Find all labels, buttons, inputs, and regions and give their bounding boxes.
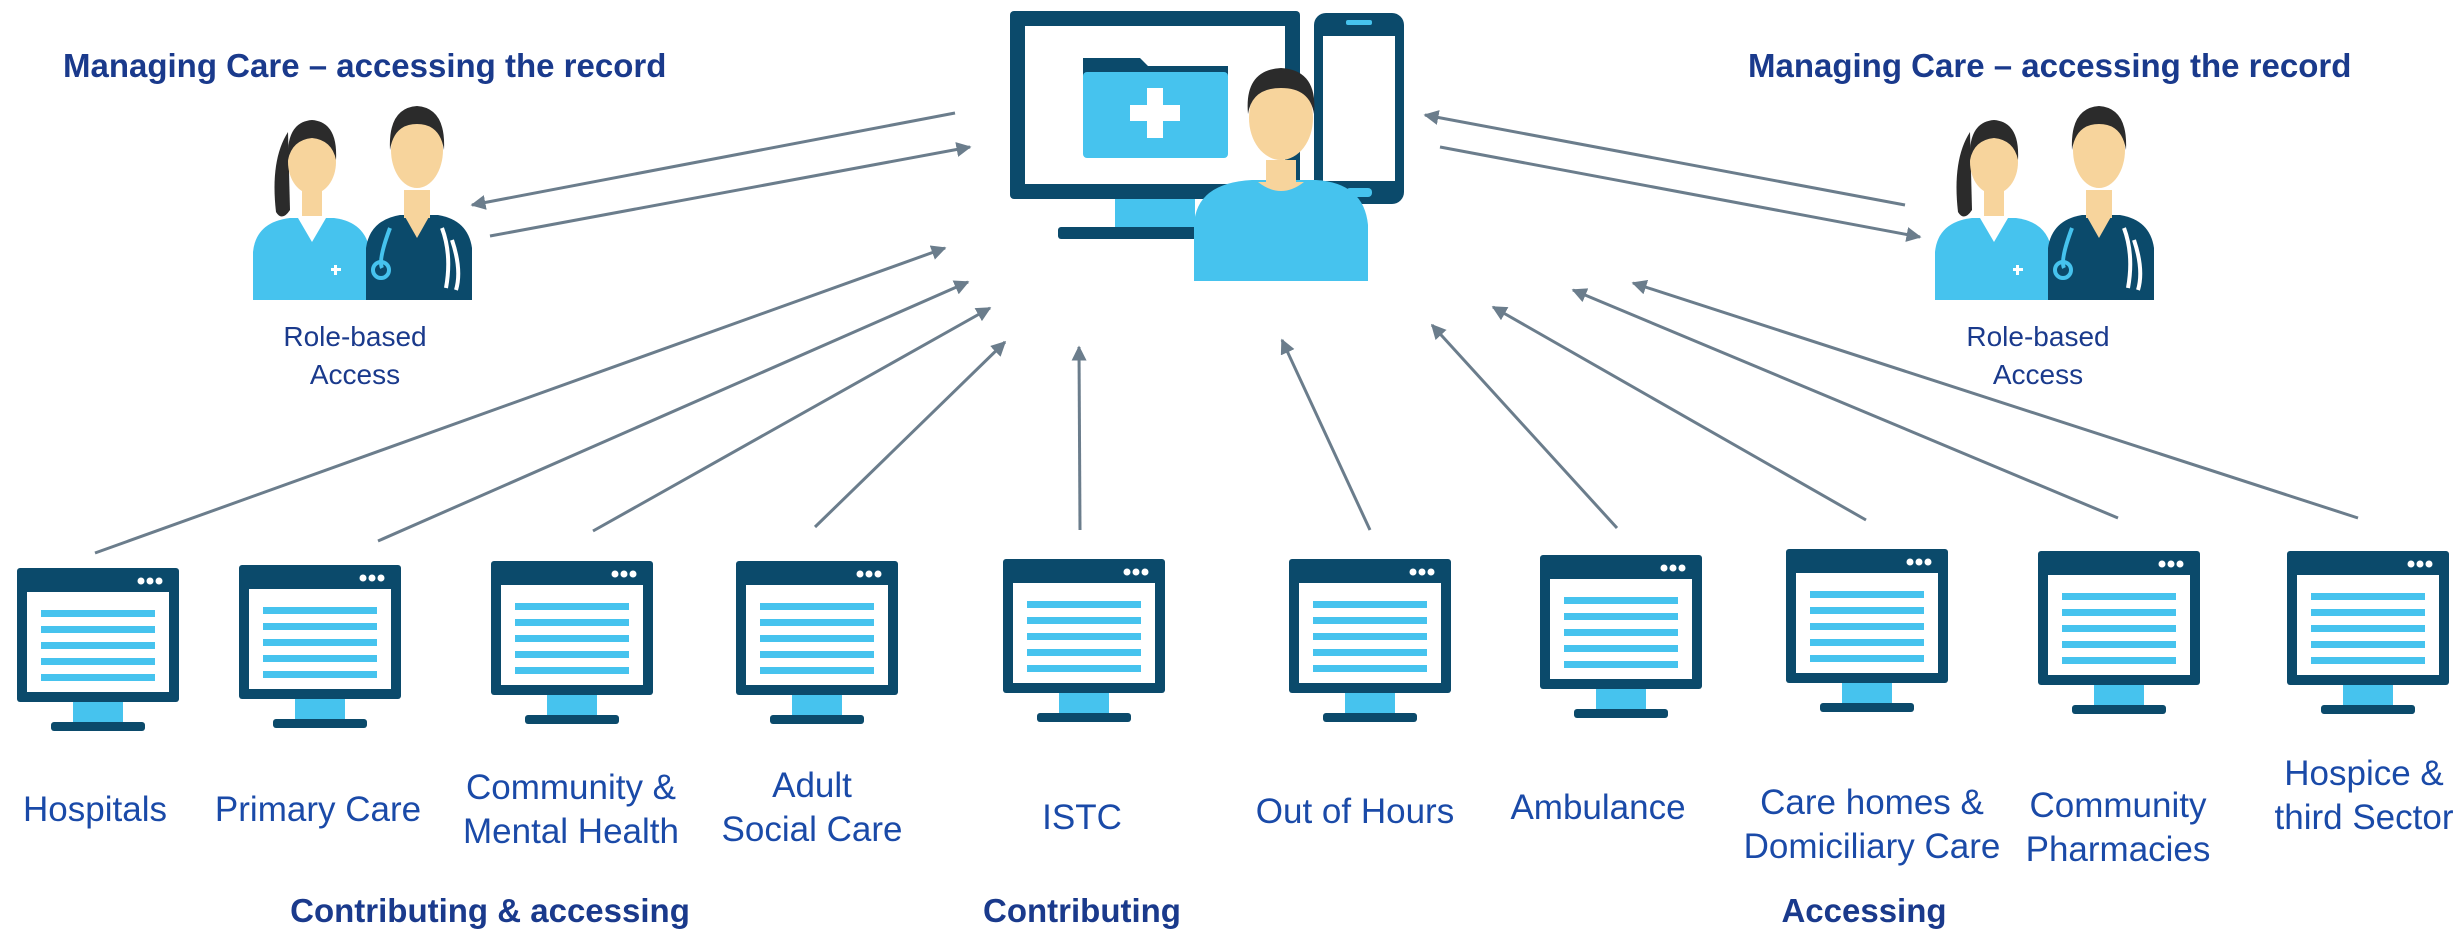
system-label-hospice: Hospice & third Sector <box>2275 752 2454 840</box>
system-label-primary-care: Primary Care <box>215 788 421 832</box>
category-contributing-accessing: Contributing & accessing <box>290 892 690 929</box>
system-monitor-icon <box>1786 549 1948 712</box>
system-label-hospice-line1: Hospice & <box>2284 754 2444 793</box>
system-label-ambulance-line1: Ambulance <box>1510 788 1686 827</box>
arrow-primary-care <box>377 280 970 543</box>
arrow-adult-social-care <box>813 340 1007 529</box>
system-label-primary-care-line1: Primary Care <box>214 790 422 829</box>
system-label-community-mental-health-line2: Mental Health <box>463 812 679 851</box>
arrow-record-to-left-staff <box>470 111 956 210</box>
system-monitor-icon <box>239 565 401 728</box>
system-label-adult-social-care: Adult Social Care <box>722 764 903 852</box>
system-label-hospitals-line1: Hospitals <box>23 790 167 829</box>
arrow-right-staff-to-record <box>1423 110 1906 207</box>
system-label-hospice-line2: third Sector <box>2274 798 2454 837</box>
heading-left: Managing Care – accessing the record <box>63 47 667 84</box>
system-label-care-homes-line1: Care homes & <box>1760 783 1984 822</box>
system-label-community-pharmacies-line2: Pharmacies <box>2025 830 2211 869</box>
clinical-staff-icon-left <box>253 106 472 300</box>
system-monitor-icon <box>17 568 179 731</box>
medical-folder-icon <box>1083 58 1228 158</box>
category-accessing: Accessing <box>1781 892 1947 929</box>
arrow-community-pharmacies <box>1571 288 2119 520</box>
system-monitor-icon <box>2038 551 2200 714</box>
role-access-right-line1: Role-based <box>1966 321 2110 352</box>
system-monitor-icon <box>1003 559 1165 722</box>
system-label-adult-social-care-line2: Social Care <box>721 810 903 849</box>
role-access-left-line2: Access <box>309 359 401 390</box>
system-label-community-pharmacies: Community Pharmacies <box>2026 784 2211 872</box>
system-label-care-homes: Care homes & Domiciliary Care <box>1744 781 2001 869</box>
system-monitor-icon <box>2287 551 2449 714</box>
heading-right: Managing Care – accessing the record <box>1748 47 2352 84</box>
category-contributing: Contributing <box>983 892 1181 929</box>
system-monitor-icon <box>736 561 898 724</box>
system-label-community-mental-health: Community & Mental Health <box>463 766 679 854</box>
arrow-record-to-right-staff <box>1439 145 1922 242</box>
system-label-community-mental-health-line1: Community & <box>465 768 677 807</box>
patient-person-icon <box>1194 68 1368 281</box>
system-label-community-pharmacies-line1: Community <box>2029 786 2207 825</box>
arrow-out-of-hours <box>1280 338 1372 531</box>
role-access-left-line1: Role-based <box>283 321 427 352</box>
role-access-left: Role-based Access <box>255 318 455 394</box>
system-monitor-icon <box>1289 559 1451 722</box>
role-access-right-line2: Access <box>1992 359 2084 390</box>
arrow-hospice <box>1631 280 2359 520</box>
arrow-hospitals <box>94 245 947 555</box>
arrow-left-staff-to-record <box>489 142 972 238</box>
system-label-istc-line1: ISTC <box>1042 798 1122 837</box>
system-label-istc: ISTC <box>1042 796 1122 840</box>
system-label-ambulance: Ambulance <box>1510 786 1685 830</box>
arrow-istc <box>1071 345 1087 531</box>
role-access-right: Role-based Access <box>1938 318 2138 394</box>
arrow-care-homes <box>1491 305 1867 522</box>
arrow-ambulance <box>1430 323 1619 530</box>
smartphone-icon <box>1314 13 1404 204</box>
system-monitor-icon <box>1540 555 1702 718</box>
system-label-out-of-hours-line1: Out of Hours <box>1255 792 1455 831</box>
arrow-community-mental-health <box>592 306 992 533</box>
system-label-out-of-hours: Out of Hours <box>1256 790 1454 834</box>
system-label-hospitals: Hospitals <box>23 788 167 832</box>
system-monitor-icon <box>491 561 653 724</box>
system-label-adult-social-care-line1: Adult <box>772 766 852 805</box>
system-label-care-homes-line2: Domiciliary Care <box>1743 827 2001 866</box>
clinical-staff-icon-right <box>1935 106 2154 300</box>
